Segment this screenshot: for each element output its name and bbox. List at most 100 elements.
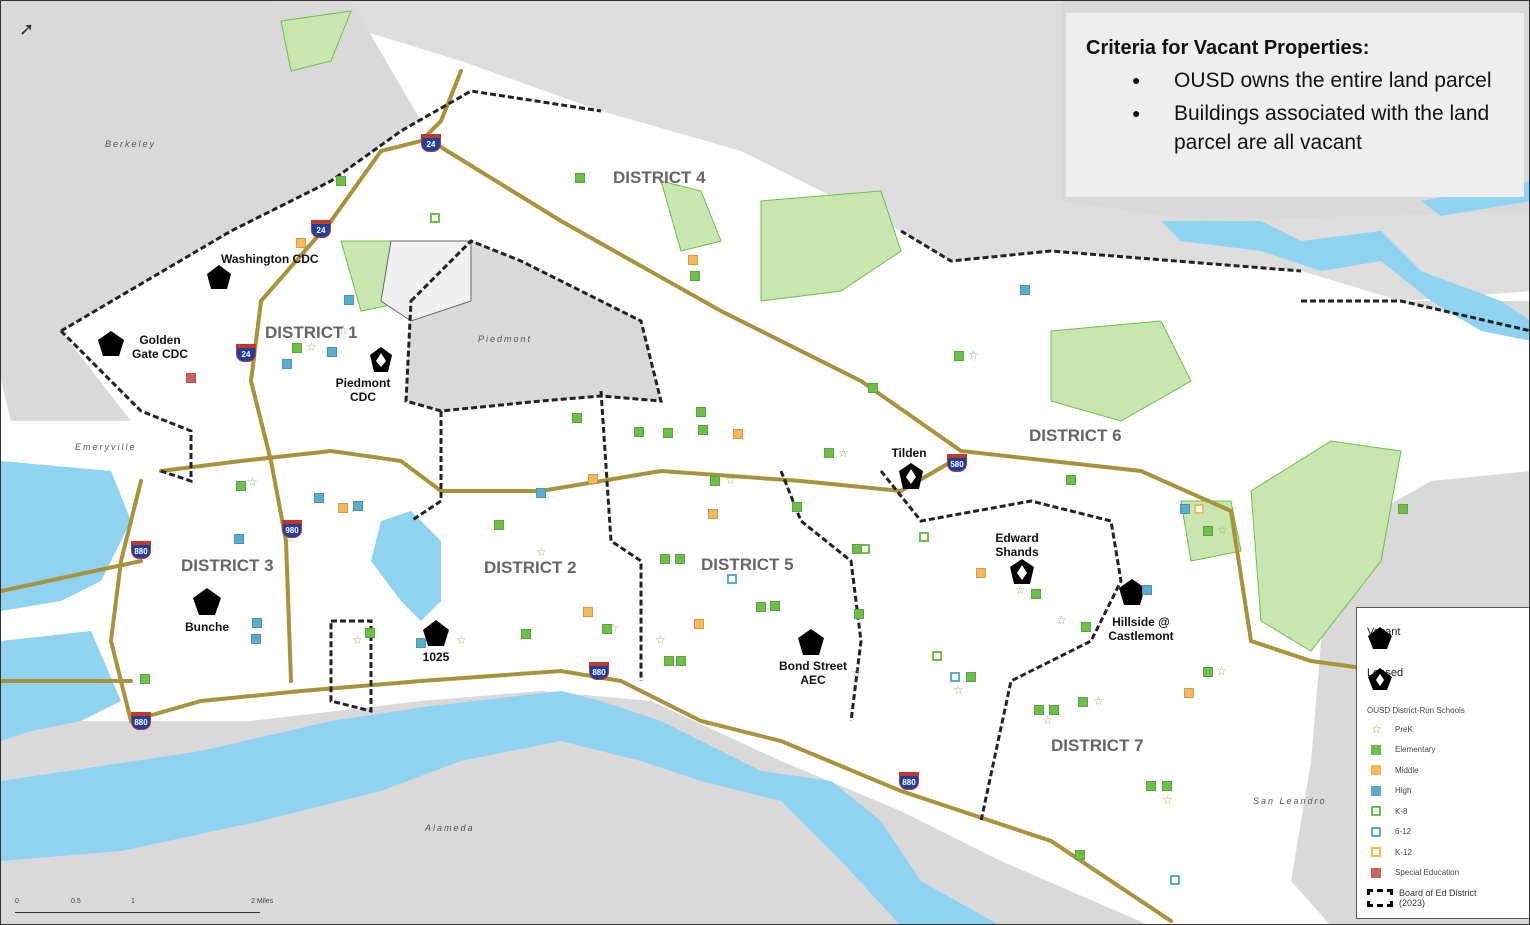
prek-star-icon[interactable]: ☆ [1162, 793, 1173, 807]
school-marker[interactable] [1075, 850, 1085, 860]
school-marker[interactable] [710, 476, 720, 486]
legend-label: High [1395, 786, 1412, 795]
prek-star-icon[interactable]: ☆ [655, 633, 666, 647]
school-marker[interactable] [344, 295, 354, 305]
school-marker[interactable] [327, 347, 337, 357]
school-marker[interactable] [1020, 285, 1030, 295]
school-marker[interactable] [353, 501, 363, 511]
prek-star-icon[interactable]: ☆ [1042, 713, 1053, 727]
school-marker[interactable] [583, 607, 593, 617]
school-marker[interactable] [1194, 504, 1204, 514]
legend-school-type: Middle [1371, 765, 1419, 775]
school-marker[interactable] [521, 629, 531, 639]
prek-star-icon[interactable]: ☆ [953, 683, 964, 697]
school-marker[interactable] [664, 656, 674, 666]
prek-star-icon[interactable]: ☆ [306, 340, 317, 354]
school-marker[interactable] [663, 428, 673, 438]
school-marker[interactable] [336, 176, 346, 186]
prek-star-icon[interactable]: ☆ [1093, 694, 1104, 708]
school-marker[interactable] [314, 493, 324, 503]
school-marker[interactable] [792, 502, 802, 512]
scale-bar: 0 0.5 1 2 Miles [15, 898, 275, 918]
prek-star-icon[interactable]: ☆ [456, 633, 467, 647]
school-marker[interactable] [1081, 622, 1091, 632]
school-marker[interactable] [854, 609, 864, 619]
school-marker[interactable] [1049, 705, 1059, 715]
school-marker[interactable] [186, 373, 196, 383]
school-marker[interactable] [1031, 589, 1041, 599]
school-marker[interactable] [688, 255, 698, 265]
prek-star-icon[interactable]: ☆ [1015, 583, 1026, 597]
school-marker[interactable] [236, 481, 246, 491]
school-marker[interactable] [1170, 875, 1180, 885]
school-marker[interactable] [727, 574, 737, 584]
school-marker[interactable] [852, 544, 862, 554]
school-marker[interactable] [296, 238, 306, 248]
school-marker[interactable] [416, 638, 426, 648]
prek-star-icon[interactable]: ☆ [1217, 523, 1228, 537]
school-marker[interactable] [572, 413, 582, 423]
school-marker[interactable] [690, 271, 700, 281]
school-marker[interactable] [1146, 781, 1156, 791]
school-marker[interactable] [634, 427, 644, 437]
school-marker[interactable] [575, 173, 585, 183]
school-marker[interactable] [252, 618, 262, 628]
school-marker[interactable] [140, 674, 150, 684]
school-marker[interactable] [430, 213, 440, 223]
prek-star-icon[interactable]: ☆ [968, 348, 979, 362]
school-marker[interactable] [824, 448, 834, 458]
prek-star-icon[interactable]: ☆ [838, 446, 849, 460]
school-marker[interactable] [675, 554, 685, 564]
school-marker[interactable] [282, 359, 292, 369]
school-marker[interactable] [694, 619, 704, 629]
prek-star-icon[interactable]: ☆ [608, 621, 619, 635]
school-marker[interactable] [536, 488, 546, 498]
prek-star-icon[interactable]: ☆ [851, 666, 862, 680]
school-marker[interactable] [698, 425, 708, 435]
school-marker[interactable] [660, 554, 670, 564]
school-marker[interactable] [966, 672, 976, 682]
school-marker[interactable] [1180, 504, 1190, 514]
school-marker[interactable] [588, 474, 598, 484]
school-marker[interactable] [919, 532, 929, 542]
school-marker[interactable] [292, 343, 302, 353]
school-marker[interactable] [602, 624, 612, 634]
school-marker[interactable] [1034, 705, 1044, 715]
prek-star-icon[interactable]: ☆ [725, 473, 736, 487]
school-marker[interactable] [1142, 585, 1152, 595]
school-marker[interactable] [1203, 526, 1213, 536]
school-marker[interactable] [1162, 781, 1172, 791]
highway-shield-7: 580 [947, 454, 967, 472]
school-marker[interactable] [770, 601, 780, 611]
school-marker[interactable] [251, 634, 261, 644]
prek-star-icon[interactable]: ☆ [338, 323, 349, 337]
school-marker[interactable] [733, 429, 743, 439]
school-marker[interactable] [756, 602, 766, 612]
school-marker[interactable] [976, 568, 986, 578]
school-marker[interactable] [696, 407, 706, 417]
school-marker[interactable] [868, 383, 878, 393]
prek-star-icon[interactable]: ☆ [1216, 664, 1227, 678]
school-marker[interactable] [365, 628, 375, 638]
prek-star-icon[interactable]: ☆ [1056, 613, 1067, 627]
school-marker[interactable] [1184, 688, 1194, 698]
prek-star-icon[interactable]: ☆ [352, 633, 363, 647]
district-6-label: DISTRICT 6 [1029, 426, 1122, 445]
school-marker[interactable] [676, 656, 686, 666]
site-label-edward-shands: Edward Shands [995, 531, 1039, 559]
prek-star-icon[interactable]: ☆ [536, 545, 547, 559]
school-marker[interactable] [494, 520, 504, 530]
school-marker[interactable] [338, 503, 348, 513]
prek-star-icon[interactable]: ☆ [247, 475, 258, 489]
school-marker[interactable] [1203, 667, 1213, 677]
highway-shield-0: 24 [421, 134, 441, 152]
school-marker[interactable] [932, 651, 942, 661]
school-marker[interactable] [1398, 504, 1408, 514]
school-marker[interactable] [708, 509, 718, 519]
school-marker[interactable] [950, 672, 960, 682]
school-marker[interactable] [1078, 697, 1088, 707]
school-marker[interactable] [1066, 475, 1076, 485]
school-marker[interactable] [954, 351, 964, 361]
school-marker[interactable] [234, 534, 244, 544]
